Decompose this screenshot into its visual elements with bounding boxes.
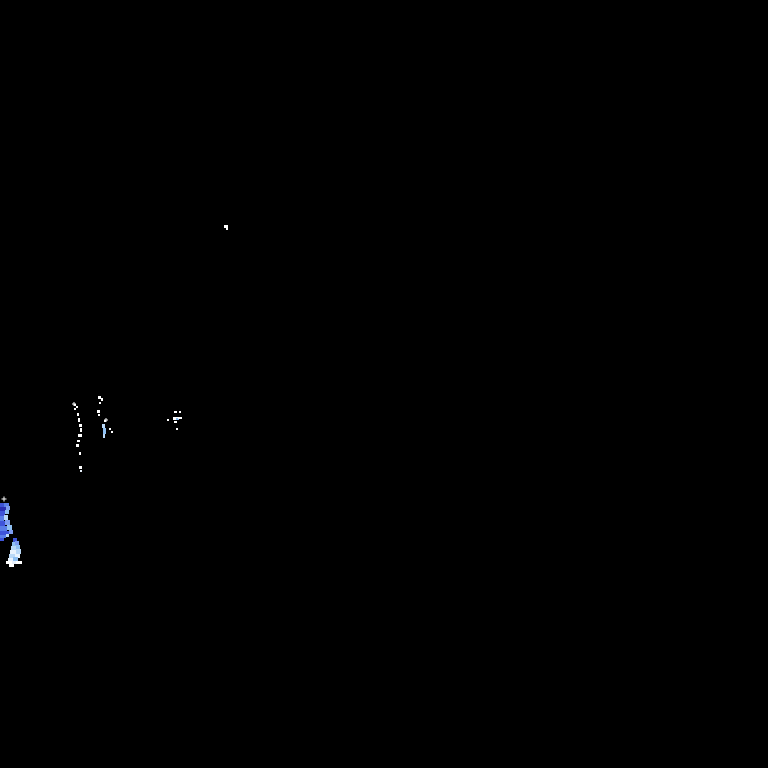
echo-cell <box>98 396 101 399</box>
echo-cell <box>76 406 78 408</box>
echo-cell <box>97 410 100 413</box>
station-markers-group <box>1 402 108 502</box>
echo-cell <box>9 554 17 558</box>
echo-cell <box>16 549 21 554</box>
echo-cell <box>11 546 17 550</box>
echo-cell <box>79 424 82 427</box>
echo-cell <box>0 526 7 531</box>
echo-cell <box>103 428 106 434</box>
echo-cell <box>80 470 82 472</box>
station-marker-central[interactable] <box>104 418 108 422</box>
echo-cell <box>79 452 81 455</box>
echo-cell <box>76 444 79 447</box>
echo-cell <box>0 503 6 507</box>
echo-cell <box>10 550 17 554</box>
echo-cell <box>0 516 4 521</box>
echo-cell <box>13 557 18 561</box>
echo-cell <box>0 531 9 535</box>
echo-cell <box>4 515 8 520</box>
echo-cell <box>0 507 7 511</box>
echo-cell <box>15 541 19 545</box>
echo-cell <box>176 428 178 430</box>
echo-cell <box>101 398 103 401</box>
echo-cell <box>8 558 15 562</box>
echo-cell <box>80 428 82 432</box>
echo-cell <box>6 534 9 537</box>
echo-cell <box>74 408 76 410</box>
echo-cell <box>173 417 178 420</box>
echo-cell <box>0 521 5 526</box>
echo-cell <box>5 520 10 525</box>
cross-icon <box>73 402 75 406</box>
echo-cell <box>179 411 181 413</box>
echo-cell <box>5 510 9 514</box>
echo-cell <box>174 421 177 423</box>
echo-cluster <box>74 404 82 472</box>
echo-cell <box>74 404 76 406</box>
echo-cell <box>98 414 100 416</box>
echo-cell <box>6 506 10 510</box>
echo-cell <box>16 545 20 549</box>
echo-cluster <box>0 503 13 541</box>
echo-cell <box>13 538 17 542</box>
echo-cell <box>4 503 9 507</box>
cross-icon <box>3 496 5 502</box>
echo-cell <box>78 418 80 422</box>
echo-cluster <box>224 225 228 230</box>
echo-cell <box>102 424 105 428</box>
echo-cell <box>0 538 4 541</box>
echo-cell <box>12 542 17 546</box>
echo-clusters-group <box>0 225 228 567</box>
echo-cluster <box>167 411 182 430</box>
echo-cell <box>16 561 22 564</box>
echo-cell <box>9 564 14 567</box>
echo-cell <box>111 431 113 433</box>
echo-cell <box>226 228 228 230</box>
echo-cell <box>224 225 228 228</box>
echo-cell <box>167 419 169 421</box>
echo-cell <box>104 420 106 422</box>
echo-cell <box>0 511 5 516</box>
echo-cell <box>6 561 12 564</box>
echo-cell <box>9 530 13 534</box>
echo-cell <box>178 417 182 419</box>
echo-cell <box>174 411 177 413</box>
echo-cell <box>99 402 101 404</box>
cross-icon <box>105 418 107 422</box>
echo-cell <box>77 413 79 416</box>
echo-cluster <box>97 396 113 438</box>
echo-cell <box>78 434 82 437</box>
echo-cell <box>0 535 6 538</box>
echo-cluster <box>6 538 22 567</box>
echo-cell <box>103 434 105 438</box>
echo-cell <box>15 554 20 558</box>
station-marker-west[interactable] <box>1 496 7 502</box>
echo-cell <box>7 525 12 530</box>
echo-cell <box>79 466 82 469</box>
echo-cell <box>12 561 16 564</box>
echo-cell <box>109 428 111 430</box>
station-marker-chain[interactable] <box>72 402 76 406</box>
echo-cell <box>77 440 80 442</box>
echo-cell <box>176 418 179 420</box>
